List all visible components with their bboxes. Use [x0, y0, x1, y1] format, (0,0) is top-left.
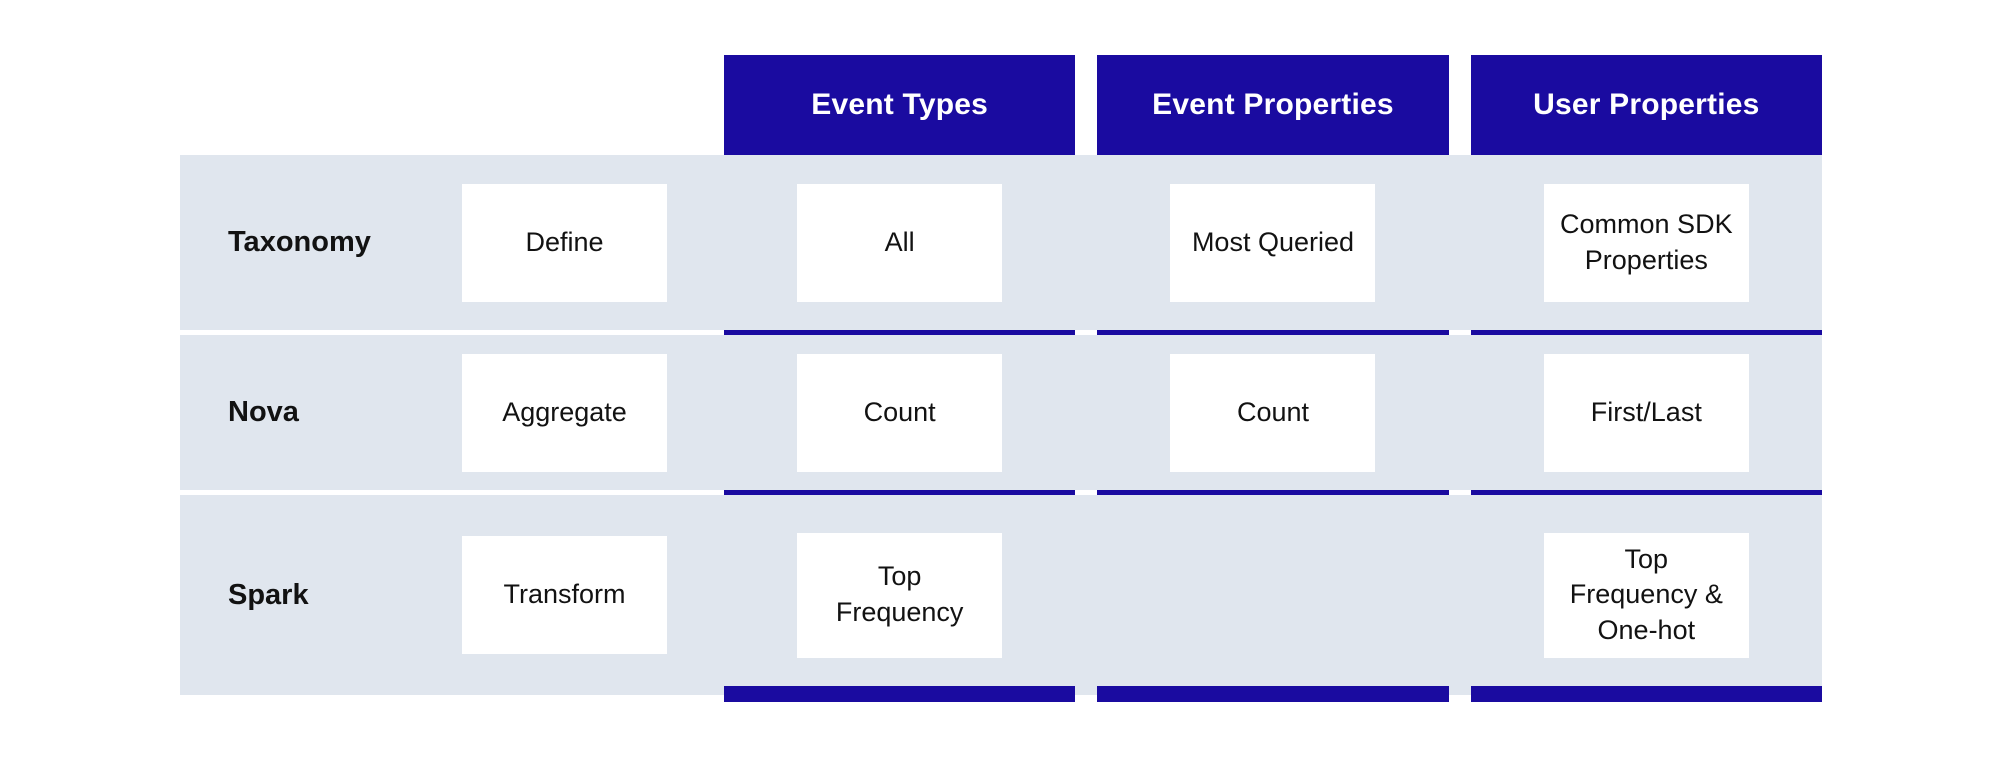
action-chip: Transform [462, 536, 667, 654]
value-chip: Count [797, 353, 1003, 472]
row-label-taxonomy: Taxonomy [228, 226, 371, 258]
value-chip: Common SDK Properties [1543, 183, 1749, 302]
cell-taxonomy-event-types: All [724, 183, 1075, 302]
column-header-user-properties: User Properties [1470, 55, 1822, 155]
action-chip: Define [462, 183, 667, 302]
column-header-event-types: Event Types [724, 55, 1076, 155]
cell-spark-event-types: Top Frequency [724, 532, 1075, 658]
cell-nova-event-types: Count [724, 353, 1075, 472]
row-label-spark: Spark [228, 578, 309, 611]
cell-nova-user-properties: First/Last [1471, 353, 1822, 472]
value-chip-empty [1170, 533, 1375, 658]
value-chip: All [797, 183, 1003, 302]
action-chip: Aggregate [462, 353, 667, 472]
matrix-row-nova: Nova Aggregate Count Count First/Last [180, 335, 1822, 490]
value-chip: First/Last [1543, 353, 1749, 472]
column-header-label: User Properties [1533, 88, 1760, 121]
column-header-event-properties: Event Properties [1097, 55, 1449, 155]
row-label-nova: Nova [228, 396, 299, 428]
row-action-cell-nova: Aggregate [405, 353, 724, 472]
matrix-row-taxonomy: Taxonomy Define All Most Queried Common … [180, 155, 1822, 330]
column-header-label: Event Types [811, 88, 989, 121]
value-chip: Most Queried [1170, 183, 1376, 302]
matrix-header-row: Event Types Event Properties User Proper… [180, 55, 1822, 155]
cell-taxonomy-event-properties: Most Queried [1097, 183, 1448, 302]
value-chip: Top Frequency [797, 532, 1003, 658]
cell-taxonomy-user-properties: Common SDK Properties [1471, 183, 1822, 302]
divider-bar-event-types [724, 686, 1076, 702]
cell-spark-user-properties: Top Frequency & One-hot [1471, 532, 1822, 658]
divider-bar-user-properties [1470, 686, 1822, 702]
divider-spacer [180, 686, 724, 702]
matrix-row-spark: Spark Transform Top Frequency Top Freque… [180, 495, 1822, 695]
row-action-cell-taxonomy: Define [405, 183, 724, 302]
divider-bar-event-properties [1097, 686, 1449, 702]
header-corner-spacer [180, 55, 724, 155]
cell-spark-event-properties [1097, 533, 1448, 658]
cell-nova-event-properties: Count [1097, 353, 1448, 472]
value-chip: Count [1170, 353, 1376, 472]
column-header-label: Event Properties [1152, 88, 1394, 121]
value-chip: Top Frequency & One-hot [1543, 532, 1749, 658]
row-action-cell-spark: Transform [405, 536, 724, 654]
row-divider-bars-spark [180, 686, 1822, 702]
